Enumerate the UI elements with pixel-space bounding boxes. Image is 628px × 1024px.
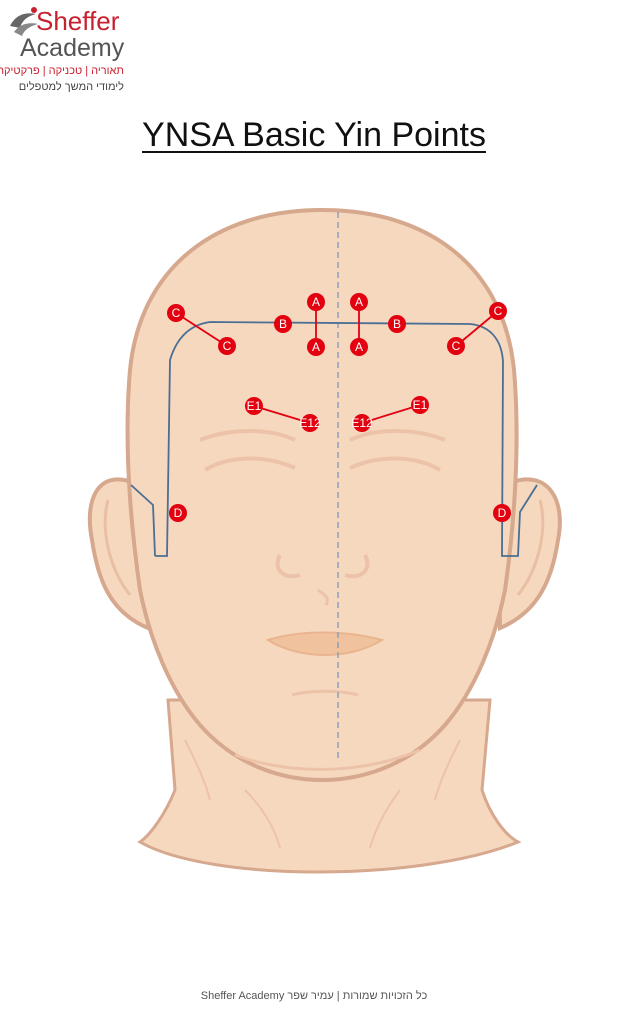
point-c-upper-left[interactable]: C: [167, 304, 185, 322]
point-a-lower-left[interactable]: A: [307, 338, 325, 356]
logo-tagline: תאוריה | טכניקה | פרקטיקה: [0, 65, 124, 77]
point-a-upper-left[interactable]: A: [307, 293, 325, 311]
left-eyebrow: [199, 429, 296, 442]
svg-text:E12: E12: [351, 416, 373, 430]
point-e12-right[interactable]: E12: [351, 414, 373, 432]
point-e1-right[interactable]: E1: [411, 396, 429, 414]
nose: [275, 554, 301, 579]
point-b-left[interactable]: B: [274, 315, 292, 333]
svg-text:A: A: [312, 340, 320, 354]
svg-text:A: A: [355, 295, 363, 309]
right-eyebrow: [349, 429, 446, 442]
point-a-lower-right[interactable]: A: [350, 338, 368, 356]
logo-tagline-2: לימודי המשך למטפלים: [18, 81, 124, 93]
right-eye: [349, 456, 442, 472]
point-d-left[interactable]: D: [169, 504, 187, 522]
svg-text:B: B: [393, 317, 401, 331]
logo-name: Sheffer: [36, 6, 120, 36]
point-c-lower-left[interactable]: C: [218, 337, 236, 355]
mouth: [265, 631, 385, 656]
svg-text:E1: E1: [247, 399, 262, 413]
point-e1-left[interactable]: E1: [245, 397, 263, 415]
point-b-right[interactable]: B: [388, 315, 406, 333]
point-a-upper-right[interactable]: A: [350, 293, 368, 311]
svg-text:A: A: [355, 340, 363, 354]
zone-line: [155, 321, 538, 557]
page-title: YNSA Basic Yin Points: [142, 116, 486, 154]
left-eye: [203, 456, 296, 472]
point-c-lower-right[interactable]: C: [447, 337, 465, 355]
svg-text:E1: E1: [413, 398, 428, 412]
svg-text:D: D: [498, 506, 507, 520]
svg-text:C: C: [223, 339, 232, 353]
logo: Sheffer Academy תאוריה | טכניקה | פרקטיק…: [0, 4, 146, 96]
bird-logo-icon: [10, 7, 38, 36]
point-e12-left[interactable]: E12: [299, 414, 321, 432]
point-c-upper-right[interactable]: C: [489, 302, 507, 320]
svg-text:B: B: [279, 317, 287, 331]
svg-text:C: C: [172, 306, 181, 320]
svg-text:C: C: [452, 339, 461, 353]
point-d-right[interactable]: D: [493, 504, 511, 522]
svg-text:C: C: [494, 304, 503, 318]
footer-copyright: כל הזכויות שמורות | עמיר שפר Sheffer Aca…: [200, 990, 428, 1002]
svg-text:E12: E12: [299, 416, 321, 430]
svg-text:D: D: [174, 506, 183, 520]
logo-subtitle: Academy: [20, 34, 125, 62]
svg-text:A: A: [312, 295, 320, 309]
